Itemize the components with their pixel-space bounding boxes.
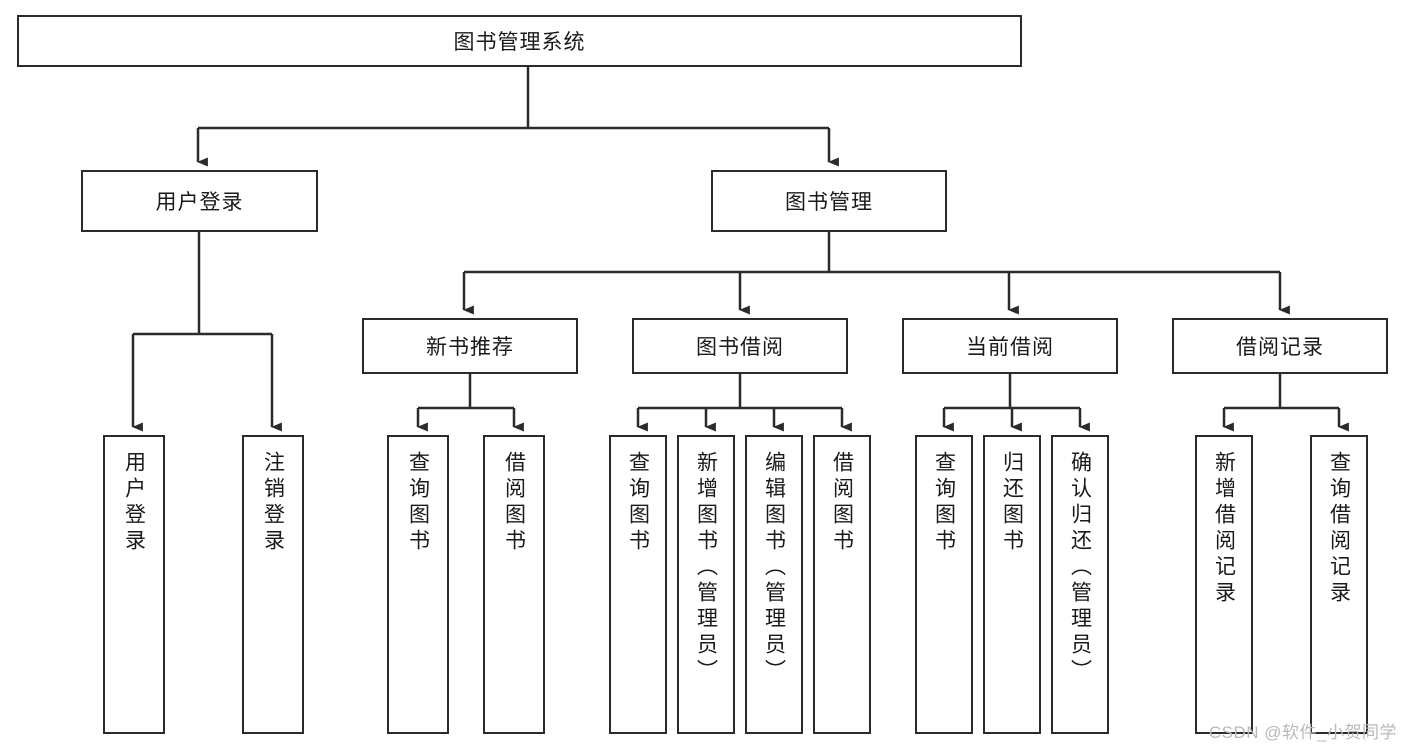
node-leaf-borrow-book-1-label: 借阅图书 [502,451,526,555]
node-leaf-user-logout-label: 注销登录 [261,451,285,555]
node-leaf-confirm-return-label: 确认归还（管理员） [1068,451,1092,685]
node-leaf-add-book[interactable]: 新增图书（管理员） [677,435,735,734]
node-leaf-edit-book[interactable]: 编辑图书（管理员） [745,435,803,734]
node-leaf-query-book-2[interactable]: 查询图书 [609,435,667,734]
node-leaf-edit-book-label: 编辑图书（管理员） [762,451,786,685]
node-leaf-query-book-2-label: 查询图书 [626,451,650,555]
node-leaf-user-logout[interactable]: 注销登录 [242,435,304,734]
node-root[interactable]: 图书管理系统 [17,15,1022,67]
node-borrow-record-label: 借阅记录 [1236,336,1324,359]
node-leaf-query-borrow-record[interactable]: 查询借阅记录 [1310,435,1368,734]
node-leaf-borrow-book-2[interactable]: 借阅图书 [813,435,871,734]
node-leaf-borrow-book-1[interactable]: 借阅图书 [483,435,545,734]
node-new-book-recommend-label: 新书推荐 [426,336,514,359]
node-leaf-query-book-3[interactable]: 查询图书 [915,435,973,734]
node-leaf-query-borrow-record-label: 查询借阅记录 [1327,451,1351,607]
node-new-book-recommend[interactable]: 新书推荐 [362,318,578,374]
node-leaf-add-borrow-record[interactable]: 新增借阅记录 [1195,435,1253,734]
node-leaf-return-book-label: 归还图书 [1000,451,1024,555]
node-user-login-label: 用户登录 [155,191,244,214]
node-book-borrow-label: 图书借阅 [696,336,784,359]
node-leaf-add-book-label: 新增图书（管理员） [694,451,718,685]
node-leaf-user-login[interactable]: 用户登录 [103,435,165,734]
node-leaf-query-book-3-label: 查询图书 [932,451,956,555]
node-leaf-user-login-label: 用户登录 [122,451,146,555]
csdn-watermark: CSDN @软件_小贺同学 [1208,723,1397,742]
node-current-borrow[interactable]: 当前借阅 [902,318,1118,374]
node-leaf-return-book[interactable]: 归还图书 [983,435,1041,734]
node-book-management[interactable]: 图书管理 [711,170,947,232]
node-leaf-add-borrow-record-label: 新增借阅记录 [1212,451,1236,607]
node-borrow-record[interactable]: 借阅记录 [1172,318,1388,374]
node-leaf-query-book-1[interactable]: 查询图书 [387,435,449,734]
node-book-borrow[interactable]: 图书借阅 [632,318,848,374]
node-leaf-query-book-1-label: 查询图书 [406,451,430,555]
node-leaf-borrow-book-2-label: 借阅图书 [830,451,854,555]
node-user-login[interactable]: 用户登录 [81,170,318,232]
node-leaf-confirm-return[interactable]: 确认归还（管理员） [1051,435,1109,734]
node-current-borrow-label: 当前借阅 [966,336,1054,359]
node-root-label: 图书管理系统 [453,31,586,54]
node-book-management-label: 图书管理 [785,191,873,214]
